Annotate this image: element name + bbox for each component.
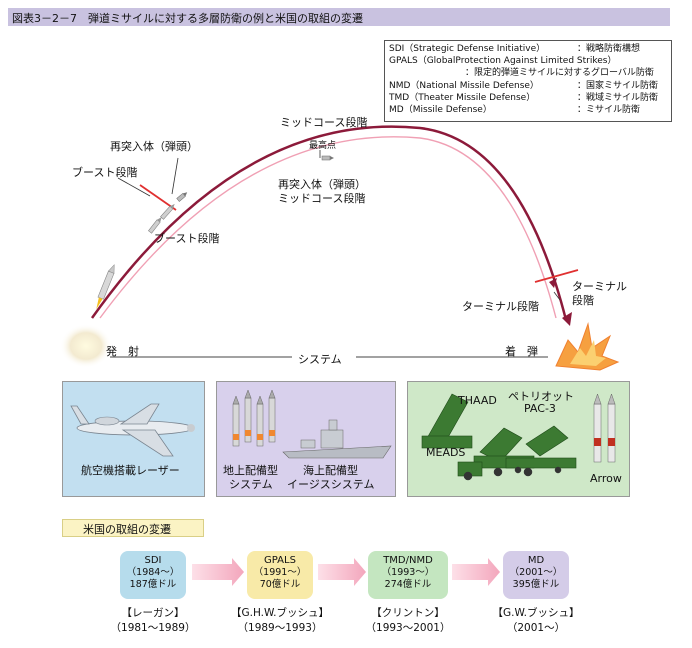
arrow-label: Arrow (590, 472, 622, 485)
apex-label: 最高点 (309, 141, 337, 151)
airliner-icon (70, 403, 195, 457)
reentry-label-mid: 再突入体（弾頭） (278, 178, 366, 191)
abbreviation-legend: SDI（Strategic Defense Initiative） ：戦略防衛構想… (384, 40, 672, 122)
legend-abbr: GPALS（GlobalProtection Against Limited S… (389, 56, 617, 67)
ground-based-label-1: 地上配備型 (223, 464, 278, 477)
leader-gw-bush: 【G.W.ブッシュ】 （2001～） (480, 606, 592, 636)
boost-label-right: ブースト段階 (154, 232, 220, 245)
leader-term: （2001～） (506, 622, 566, 634)
evolution-stage-md: MD （2001～） 395億ドル (503, 551, 569, 599)
airborne-laser-label: 航空機搭載レーザー (81, 464, 180, 477)
leader-name: 【G.W.ブッシュ】 (492, 607, 580, 619)
ground-based-label-2: システム (229, 478, 273, 491)
leader-name: 【クリントン】 (371, 607, 445, 619)
system-label: システム (298, 353, 342, 366)
stage-budget: 395億ドル (512, 579, 560, 590)
stage-code: MD (527, 555, 545, 566)
patriot-label-1: ペトリオット (508, 390, 574, 403)
legend-meaning: ：ミサイル防衛 (577, 104, 641, 115)
transition-arrow (452, 558, 500, 586)
terminal-label-left: ターミナル段階 (462, 300, 539, 313)
terminal-label-right: ターミナル (572, 280, 627, 293)
trajectory-arc (90, 125, 568, 321)
midcourse-label-top: ミッドコース段階 (280, 116, 368, 129)
leader-term: （1993～2001） (365, 622, 451, 634)
legend-abbr: MD（Missile Defense） (389, 104, 492, 115)
boost-intercept-line (139, 184, 177, 211)
legend-abbr: SDI（Strategic Defense Initiative） (389, 44, 546, 54)
legend-row: ：限定的弾道ミサイルに対するグローバル防衛 (389, 67, 667, 79)
meads-label: MEADS (426, 446, 466, 459)
leader-name: 【G.H.W.ブッシュ】 (230, 607, 330, 619)
legend-meaning: ：戦略防衛構想 (577, 44, 641, 54)
terminal-intercept-line (534, 269, 579, 283)
legend-meaning: ：戦域ミサイル防衛 (577, 92, 659, 103)
launch-glow (60, 324, 112, 368)
trajectory-diagram (60, 125, 620, 371)
leader-reagan: 【レーガン】 （1981～1989） (98, 606, 208, 636)
transition-arrow (192, 558, 244, 586)
leader-term: （1981～1989） (110, 622, 196, 634)
stage-code: GPALS (264, 555, 296, 566)
evolution-stage-sdi: SDI （1984～） 187億ドル (120, 551, 186, 599)
airborne-laser-panel: 航空機搭載レーザー (62, 381, 205, 497)
leader-clinton: 【クリントン】 （1993～2001） (350, 606, 466, 636)
evolution-stage-tmd-nmd: TMD/NMD （1993～） 274億ドル (368, 551, 448, 599)
leader-name: 【レーガン】 (121, 607, 185, 619)
arrow-head (562, 312, 572, 326)
evolution-stage-gpals: GPALS （1991～） 70億ドル (247, 551, 313, 599)
stage-years: （2001～） (509, 567, 563, 578)
launch-label: 発 射 (106, 345, 139, 358)
legend-abbr: TMD（Theater Missile Defense） (389, 92, 536, 103)
legend-row: GPALS（GlobalProtection Against Limited S… (389, 55, 667, 67)
stage-code: TMD/NMD (383, 555, 433, 566)
stage-years: （1991～） (253, 567, 307, 578)
evolution-arrows (192, 558, 500, 586)
midcourse-label-mid: ミッドコース段階 (278, 192, 366, 205)
sea-based-label-2: イージスシステム (287, 478, 375, 491)
terminal-label-right-2: 段階 (572, 294, 594, 307)
leader-term: （1989～1993） (237, 622, 323, 634)
ground-sea-panel: 地上配備型 システム 海上配備型 イージスシステム (216, 381, 396, 497)
stage-years: （1993～） (381, 567, 435, 578)
legend-meaning: ：国家ミサイル防衛 (577, 80, 659, 91)
arrow-head (549, 278, 557, 288)
transition-arrow (318, 558, 366, 586)
reentry-vehicle (176, 192, 188, 202)
legend-meaning: ：限定的弾道ミサイルに対するグローバル防衛 (465, 68, 654, 79)
terminal-systems-panel: THAAD ペトリオット PAC-3 MEADS Arrow (407, 381, 630, 497)
stage-budget: 274億ドル (384, 579, 432, 590)
trajectory-inner-arc (99, 136, 557, 319)
boost-missile (160, 203, 175, 220)
legend-row: TMD（Theater Missile Defense） ：戦域ミサイル防衛 (389, 92, 667, 104)
stage-budget: 187億ドル (129, 579, 177, 590)
thaad-label: THAAD (458, 394, 497, 407)
launching-missile (96, 264, 115, 310)
legend-row: SDI（Strategic Defense Initiative） ：戦略防衛構想 (389, 43, 667, 55)
legend-row: MD（Missile Defense） ：ミサイル防衛 (389, 104, 667, 116)
reentry-label-top: 再突入体（弾頭） (110, 140, 198, 153)
stage-years: （1984～） (126, 567, 180, 578)
leader-ghw-bush: 【G.H.W.ブッシュ】 （1989～1993） (222, 606, 338, 636)
apex-warhead (321, 155, 334, 161)
patriot-label-2: PAC-3 (524, 402, 556, 415)
title-bar (8, 8, 670, 26)
sea-based-label-1: 海上配備型 (303, 464, 358, 477)
boost-label-left: ブースト段階 (72, 166, 138, 179)
impact-label: 着 弾 (505, 345, 538, 358)
stage-budget: 70億ドル (259, 579, 301, 590)
legend-abbr: NMD（National Missile Defense） (389, 80, 539, 91)
stage-code: SDI (144, 555, 162, 566)
terminal-launchers-icon (421, 393, 616, 481)
legend-row: NMD（National Missile Defense） ：国家ミサイル防衛 (389, 80, 667, 92)
page-title: 図表3－2－7 弾道ミサイルに対する多層防衛の例と米国の取組の変遷 (12, 12, 363, 25)
interceptors-and-ship-icon (232, 390, 392, 459)
boost-missile (148, 217, 162, 234)
evolution-heading: 米国の取組の変遷 (62, 519, 204, 537)
